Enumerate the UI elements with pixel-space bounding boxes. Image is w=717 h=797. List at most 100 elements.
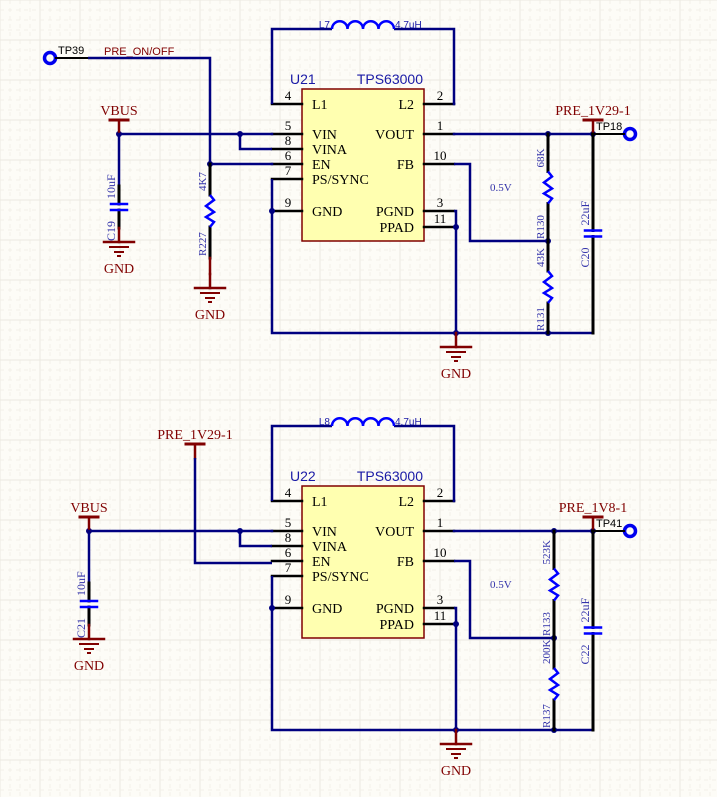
testpoint-tp39: TP39 PRE_ON/OFF xyxy=(42,45,175,66)
wire-fb xyxy=(454,162,548,243)
resistor: 523K R133 xyxy=(541,529,561,640)
pin-name: GND xyxy=(312,205,342,220)
pin-number: 10 xyxy=(434,545,447,560)
pin-name: PGND xyxy=(376,602,414,617)
capacitor-value: 10uF xyxy=(104,174,118,199)
resistor-designator: R137 xyxy=(541,704,553,728)
resistor-designator: R131 xyxy=(535,307,547,331)
ground-label: GND xyxy=(441,764,471,779)
inductor-coil xyxy=(330,417,396,427)
pin-name: PPAD xyxy=(379,221,414,236)
wire-en xyxy=(193,458,272,565)
power-port-label: PRE_1V29-1 xyxy=(555,104,630,119)
pin-name: L1 xyxy=(312,98,328,113)
pin-number: 8 xyxy=(285,133,292,148)
pin-name: VOUT xyxy=(375,525,414,540)
test-point: TP39 xyxy=(42,45,89,66)
pin-name: VINA xyxy=(312,143,348,158)
pin-name: PGND xyxy=(376,205,414,220)
power-port-label: PRE_1V29-1 xyxy=(157,428,232,443)
ground-label: GND xyxy=(441,367,471,382)
ic-body[interactable] xyxy=(301,88,425,242)
junction-dot xyxy=(237,131,243,137)
wire-l1 xyxy=(270,27,332,104)
resistor-zigzag xyxy=(547,667,561,701)
pin-name: L2 xyxy=(398,495,414,510)
pin-name: FB xyxy=(397,555,414,570)
ground-symbol: GND xyxy=(72,623,106,674)
pin-name: VOUT xyxy=(375,128,414,143)
net-label: PRE_ON/OFF xyxy=(104,46,175,58)
wire-vina xyxy=(238,531,272,548)
resistor-designator: R133 xyxy=(541,612,553,636)
fb-voltage-note: 0.5V xyxy=(490,579,512,591)
output-testpoint: TP41 xyxy=(591,518,638,539)
pin-number: 11 xyxy=(434,211,447,226)
wire-gnd-rail xyxy=(270,576,593,732)
pin-number: 9 xyxy=(285,592,292,607)
power-port: PRE_1V29-1 xyxy=(157,428,233,460)
pin-number: 2 xyxy=(437,485,444,500)
test-point-label: TP39 xyxy=(58,45,84,57)
wire-fb xyxy=(454,559,554,640)
pin-number: 6 xyxy=(285,148,292,163)
pin-number: 4 xyxy=(285,485,292,500)
pin-number: 5 xyxy=(285,118,292,133)
pin-number: 4 xyxy=(285,88,292,103)
wire-en xyxy=(88,56,212,164)
pin-number: 10 xyxy=(434,148,447,163)
power-port: PRE_1V8-1 xyxy=(559,501,627,533)
junction-dot xyxy=(453,224,459,230)
ground-symbol: GND xyxy=(102,226,136,277)
pin-name: GND xyxy=(312,602,342,617)
pin-name: EN xyxy=(312,158,331,173)
capacitor-designator: C22 xyxy=(578,644,592,664)
pin-number: 3 xyxy=(437,195,444,210)
pin-number: 6 xyxy=(285,545,292,560)
test-point-ring[interactable] xyxy=(622,126,638,142)
pin-number: 1 xyxy=(437,118,444,133)
inductor-value: 4.7uH xyxy=(395,20,422,31)
ic-designator: U22 xyxy=(290,468,316,484)
pin-name: EN xyxy=(312,555,331,570)
ic-body[interactable] xyxy=(301,485,425,639)
resistor-value: 68K xyxy=(535,149,547,168)
test-point: TP18 xyxy=(591,121,638,142)
pin-number: 7 xyxy=(285,560,292,575)
resistor-zigzag xyxy=(541,270,555,304)
pin-name: PS/SYNC xyxy=(312,173,369,188)
power-port: VBUS xyxy=(70,501,108,533)
ic-part-number: TPS63000 xyxy=(357,71,423,87)
test-point-label: TP41 xyxy=(596,518,622,530)
ic-designator: U21 xyxy=(290,71,316,87)
fb-voltage-note: 0.5V xyxy=(490,182,512,194)
pin-name: PPAD xyxy=(379,618,414,633)
resistor-zigzag xyxy=(547,567,561,602)
power-port-label: PRE_1V8-1 xyxy=(559,501,627,516)
test-point-label: TP18 xyxy=(596,121,622,133)
resistor-value: 523K xyxy=(541,540,553,565)
pin-number: 3 xyxy=(437,592,444,607)
junction-dot xyxy=(453,621,459,627)
test-point: TP41 xyxy=(591,518,638,539)
pin-name: PS/SYNC xyxy=(312,570,369,585)
pin-number: 5 xyxy=(285,515,292,530)
power-port-label: VBUS xyxy=(70,501,107,516)
inductor-designator: L8 xyxy=(319,417,331,428)
pin-number: 2 xyxy=(437,88,444,103)
capacitor-designator: C20 xyxy=(578,247,592,267)
pin-number: 9 xyxy=(285,195,292,210)
pin-name: L2 xyxy=(398,98,414,113)
wire-pgnd xyxy=(454,606,458,730)
